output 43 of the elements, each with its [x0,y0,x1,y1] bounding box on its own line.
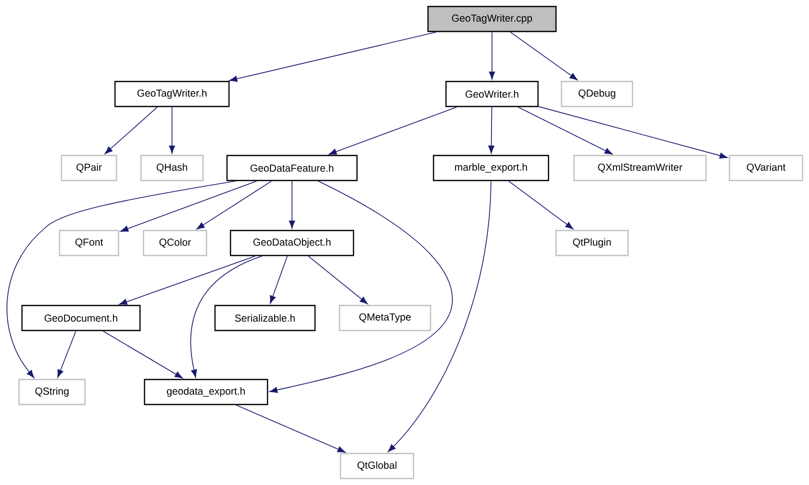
header-box: QColor [142,230,208,256]
arrow [488,106,494,154]
header-box: GeoDataFeature.h [226,154,358,182]
arrow [120,180,257,232]
arrow [488,32,496,80]
arrow [308,256,368,304]
header-box: GeoTagWriter.h [114,80,230,108]
header-box: QString [18,378,86,406]
arrow [102,330,183,378]
arrow [538,106,728,159]
header-box: GeoWriter.h [445,80,539,108]
arrow [6,180,236,378]
arrow [236,404,346,453]
header-box: QHash [140,154,204,182]
header-box: QPair [60,154,118,182]
arrow [196,180,272,230]
header-box: QVariant [728,154,804,182]
file-box: GeoTagWriter.cpp [427,6,557,32]
header-box: marble_export.h [432,154,550,182]
arrow [270,256,288,304]
arrow [288,180,296,229]
arrow [168,106,176,154]
header-box: QXmlStreamWriter [573,154,707,182]
arrow [57,330,76,378]
arrow [388,180,492,452]
header-box: GeoDataObject.h [230,230,354,256]
header-box: Serializable.h [214,304,316,332]
arrow [510,32,578,80]
arrow [328,106,458,155]
arrow [229,32,437,82]
arrow [518,106,613,155]
header-box: geodata_export.h [144,378,268,406]
arrow [269,180,452,394]
arrow [119,256,256,305]
arrow [104,106,158,154]
arrow [190,256,262,378]
header-box: QtPlugin [555,230,629,256]
header-box: QDebug [560,80,634,108]
header-box: QFont [58,230,120,256]
arrow [508,180,574,230]
header-box: QtGlobal [340,452,414,480]
header-box: GeoDocument.h [21,304,141,332]
header-box: QMetaType [338,304,432,332]
